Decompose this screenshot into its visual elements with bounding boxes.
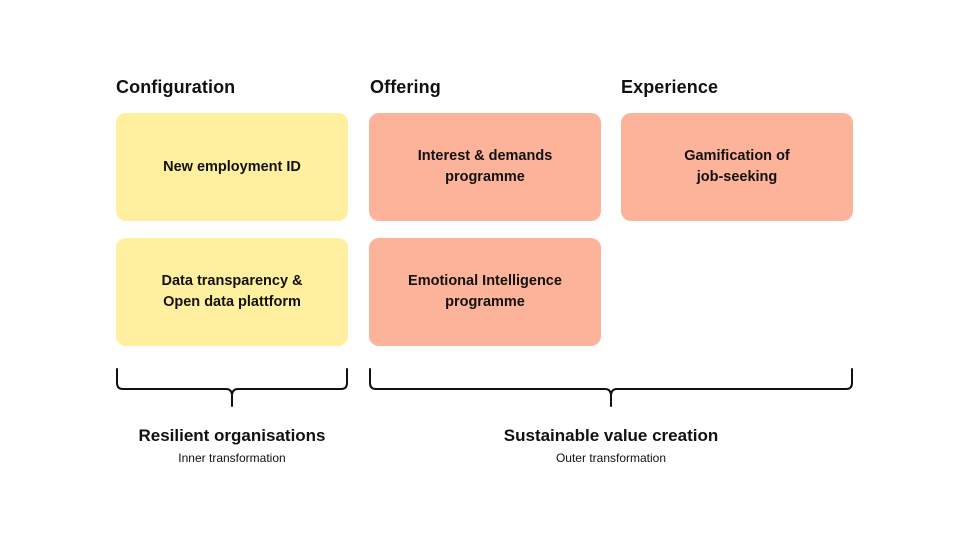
brace-outer — [369, 368, 853, 407]
group-title-outer: Sustainable value creation — [503, 426, 719, 445]
group-outer: Sustainable value creation Outer transfo… — [451, 426, 771, 465]
group-title-inner: Resilient organisations — [138, 426, 326, 445]
card-emotional-intelligence-programme: Emotional Intelligence programme — [369, 238, 601, 346]
group-inner: Resilient organisations Inner transforma… — [96, 426, 368, 465]
card-gamification-job-seeking: Gamification of job-seeking — [621, 113, 853, 221]
card-new-employment-id: New employment ID — [116, 113, 348, 221]
column-title-configuration: Configuration — [116, 77, 236, 97]
group-subtitle-outer: Outer transformation — [555, 451, 667, 465]
brace-inner — [116, 368, 348, 407]
column-title-experience: Experience — [621, 77, 719, 97]
card-interest-demands-programme: Interest & demands programme — [369, 113, 601, 221]
card-data-transparency: Data transparency & Open data plattform — [116, 238, 348, 346]
column-title-offering: Offering — [370, 77, 441, 97]
group-subtitle-inner: Inner transformation — [178, 451, 286, 465]
